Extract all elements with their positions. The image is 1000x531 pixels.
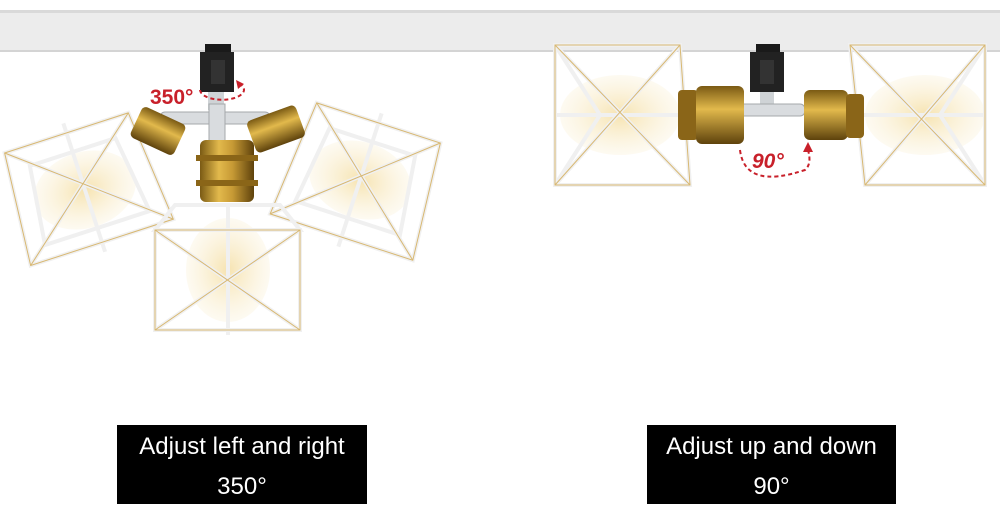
caption-left-angle: 350° [217,473,267,500]
track-adapter-left [200,44,234,110]
left-fixture [2,44,443,335]
socket-right-a [678,86,744,144]
caption-left-title: Adjust left and right [139,433,345,460]
tilt-angle-label-right: 90° [752,150,784,173]
connector-hub-left [159,103,271,143]
cage-lamp-left [2,110,177,269]
tilt-arrow-right [739,142,813,178]
caption-left: Adjust left and right 350° [117,425,367,504]
rotate-arrow-left [199,80,245,101]
caption-right: Adjust up and down 90° [647,425,896,504]
cage-lamp-horizontal-right [847,43,987,187]
cage-lamp-right [267,100,443,263]
cage-lamp-horizontal-left [553,43,693,187]
caption-right-angle: 90° [753,473,790,500]
track-adapter-right [750,44,784,112]
caption-right-title: Adjust up and down [666,433,877,460]
right-fixture [553,43,987,187]
socket-center [196,140,258,202]
connector-arm-right [734,103,806,117]
socket-left-b [247,105,305,153]
cage-lamp-center [150,203,305,335]
rotation-angle-label-left: 350° [150,86,194,109]
ceiling-track [0,10,1000,52]
socket-right-b [804,90,864,140]
socket-left-a [130,107,186,155]
